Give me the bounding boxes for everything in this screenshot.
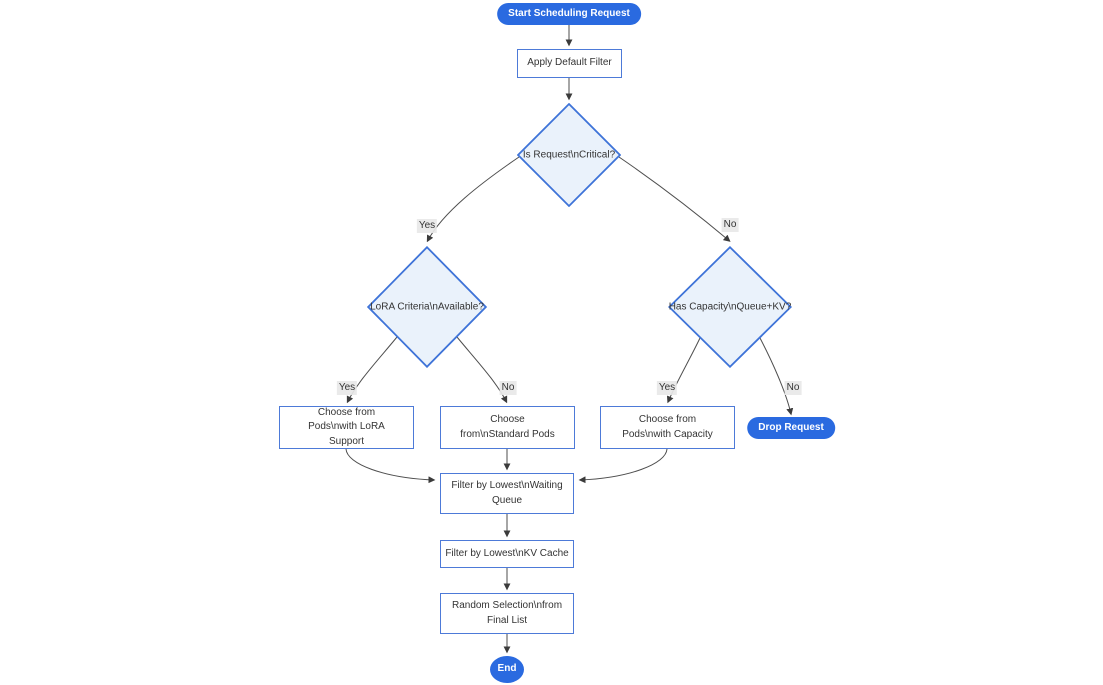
edge-label-capacity-yes: Yes bbox=[656, 381, 678, 395]
node-choose-lora-label: Choose from Pods\nwith LoRA Support bbox=[308, 406, 385, 447]
node-capacity: Has Capacity\nQueue+KV? bbox=[668, 246, 792, 368]
node-apply-filter-label: Apply Default Filter bbox=[527, 57, 612, 69]
diamond-shape bbox=[367, 246, 487, 368]
node-filter-kv: Filter by Lowest\nKV Cache bbox=[440, 540, 574, 568]
node-choose-capacity-label: Choose from Pods\nwith Capacity bbox=[622, 414, 713, 440]
edge-lora-yes-chooselora bbox=[346, 336, 398, 404]
diamond-shape bbox=[517, 103, 621, 207]
node-drop-request-label: Drop Request bbox=[758, 421, 824, 433]
node-apply-filter: Apply Default Filter bbox=[517, 49, 622, 78]
edge-chooselora-filterqueue bbox=[345, 448, 436, 484]
node-end: End bbox=[490, 656, 524, 683]
edge-choosecapacity-filterqueue bbox=[578, 448, 668, 484]
edge-capacity-no-drop bbox=[759, 337, 794, 416]
node-choose-lora: Choose from Pods\nwith LoRA Support bbox=[279, 406, 414, 449]
node-choose-standard-label: Choose from\nStandard Pods bbox=[460, 414, 555, 440]
node-choose-capacity: Choose from Pods\nwith Capacity bbox=[600, 406, 735, 449]
edge-label-lora-yes: Yes bbox=[336, 381, 358, 395]
node-random-selection-label: Random Selection\nfrom Final List bbox=[451, 600, 563, 626]
edge-critical-yes-lora bbox=[426, 156, 520, 243]
node-critical-label: Is Request\nCritical? bbox=[522, 149, 616, 161]
node-filter-kv-label: Filter by Lowest\nKV Cache bbox=[445, 547, 569, 559]
edge-capacity-yes-choosecapacity bbox=[666, 337, 701, 404]
node-choose-standard: Choose from\nStandard Pods bbox=[440, 406, 575, 449]
edge-label-lora-no: No bbox=[499, 381, 517, 395]
node-lora: LoRA Criteria\nAvailable? bbox=[367, 246, 487, 368]
edge-label-critical-yes: Yes bbox=[416, 219, 438, 233]
node-critical: Is Request\nCritical? bbox=[517, 103, 621, 207]
diamond-shape bbox=[668, 246, 792, 368]
node-filter-queue: Filter by Lowest\nWaiting Queue bbox=[440, 473, 574, 514]
node-end-label: End bbox=[497, 663, 517, 675]
node-start-label: Start Scheduling Request bbox=[508, 7, 630, 19]
edge-critical-no-capacity bbox=[618, 156, 731, 242]
node-drop-request: Drop Request bbox=[747, 417, 835, 439]
node-lora-label: LoRA Criteria\nAvailable? bbox=[370, 301, 484, 313]
node-filter-queue-label: Filter by Lowest\nWaiting Queue bbox=[451, 480, 563, 506]
edge-label-critical-no: No bbox=[721, 218, 739, 232]
node-start: Start Scheduling Request bbox=[497, 3, 641, 25]
edge-lora-no-choosestandard bbox=[456, 336, 508, 404]
edge-label-capacity-no: No bbox=[784, 381, 802, 395]
node-random-selection: Random Selection\nfrom Final List bbox=[440, 593, 574, 634]
node-capacity-label: Has Capacity\nQueue+KV? bbox=[668, 301, 792, 313]
